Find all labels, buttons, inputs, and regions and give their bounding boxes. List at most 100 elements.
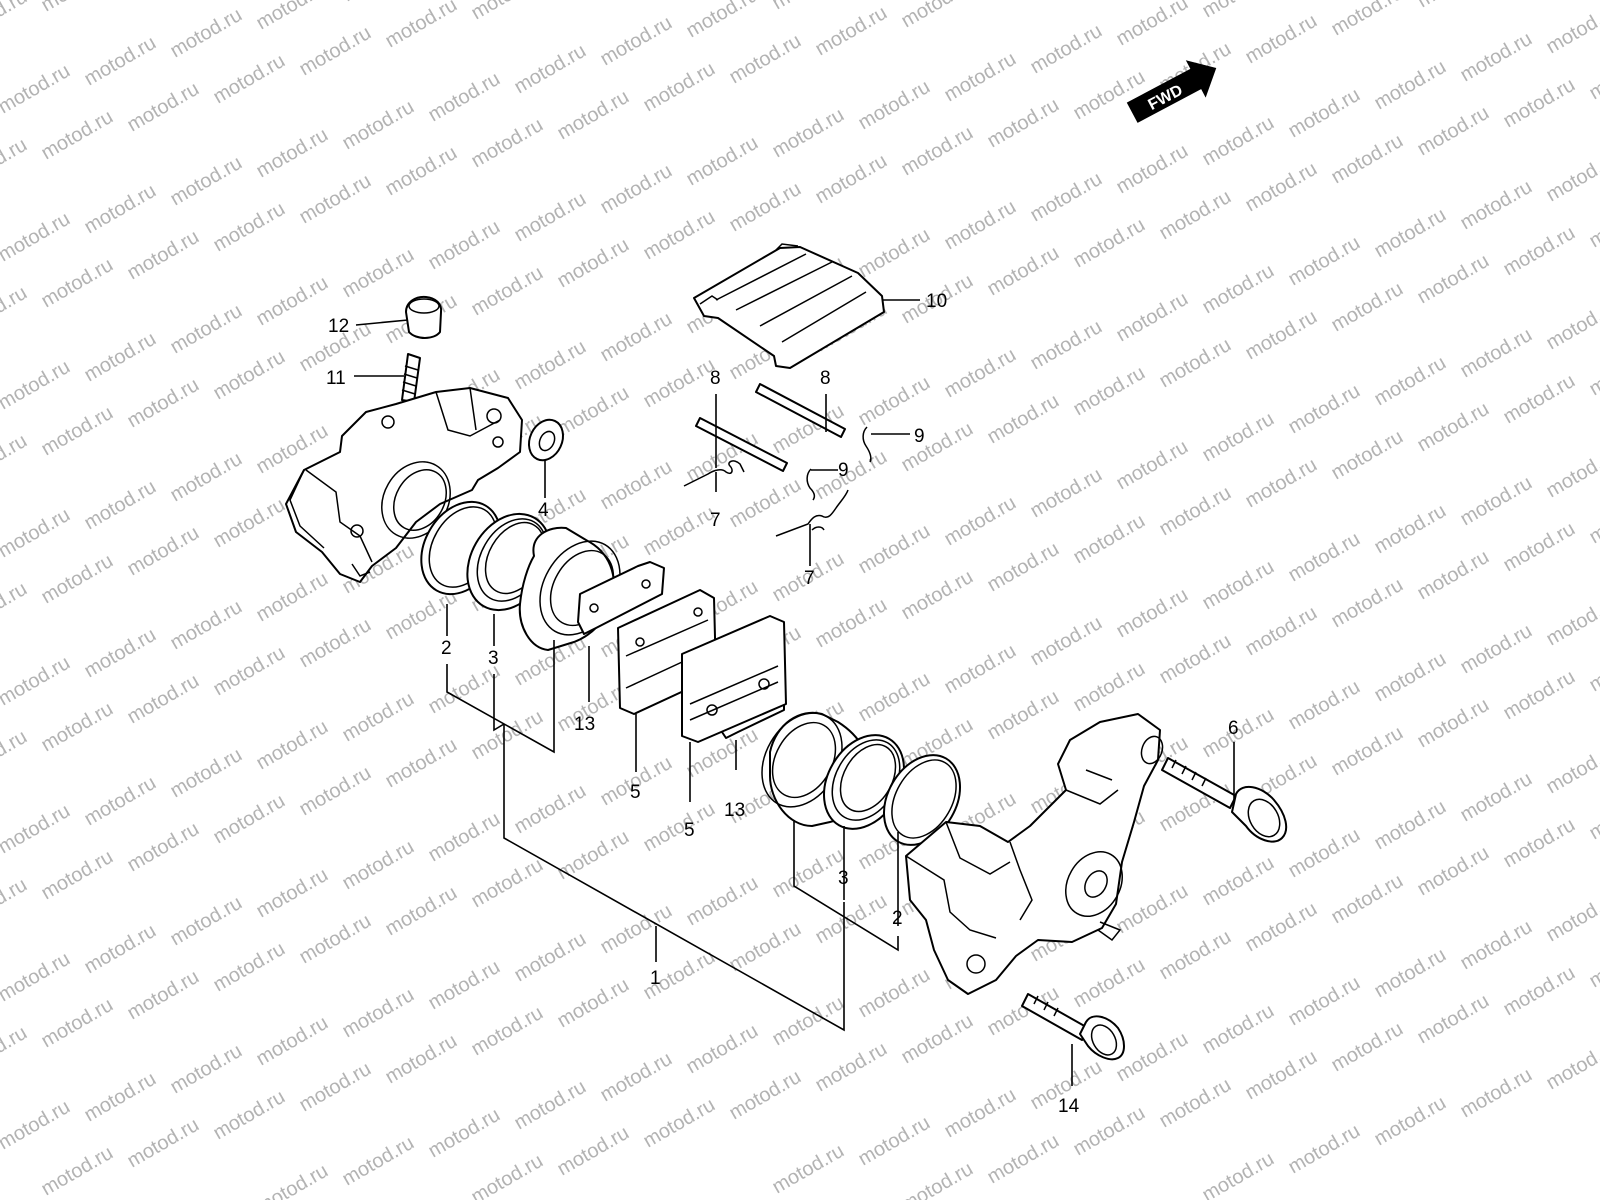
watermark-text: motod.ru xyxy=(1199,1148,1278,1200)
watermark-text: motod.ru xyxy=(1371,648,1450,707)
watermark-text: motod.ru xyxy=(1371,56,1450,115)
watermark-text: motod.ru xyxy=(1328,574,1407,633)
watermark-text: motod.ru xyxy=(124,522,203,581)
watermark-text: motod.ru xyxy=(1500,666,1579,725)
pad-cover xyxy=(693,243,885,369)
watermark-text: motod.ru xyxy=(81,624,160,683)
pad-spring-right xyxy=(775,489,849,537)
watermark-text: motod.ru xyxy=(941,640,1020,699)
watermark-text: motod.ru xyxy=(1414,694,1493,753)
watermark-text: motod.ru xyxy=(0,1096,74,1155)
watermark-text: motod.ru xyxy=(1586,934,1600,993)
watermark-text: motod.ru xyxy=(1242,158,1321,217)
watermark-text: motod.ru xyxy=(1457,28,1536,87)
callout-8-left: 8 xyxy=(710,368,721,389)
watermark-text: motod.ru xyxy=(941,48,1020,107)
watermark-text: motod.ru xyxy=(38,994,117,1053)
watermark-text: motod.ru xyxy=(38,106,117,165)
watermark-text: motod.ru xyxy=(1285,232,1364,291)
watermark-text: motod.ru xyxy=(640,206,719,265)
watermark-text: motod.ru xyxy=(210,642,289,701)
watermark-text: motod.ru xyxy=(1199,852,1278,911)
watermark-text: motod.ru xyxy=(81,1068,160,1127)
watermark-text: motod.ru xyxy=(0,652,74,711)
callout-9-lower: 9 xyxy=(838,460,849,481)
watermark-text: motod.ru xyxy=(1242,306,1321,365)
callout-3-left: 3 xyxy=(488,648,499,669)
callout-13-left: 13 xyxy=(574,714,595,735)
watermark-text: motod.ru xyxy=(984,94,1063,153)
watermark-text: motod.ru xyxy=(167,1040,246,1099)
watermark-text: motod.ru xyxy=(1586,194,1600,253)
watermark-text: motod.ru xyxy=(167,152,246,211)
watermark-text: motod.ru xyxy=(468,114,547,173)
watermark-text: motod.ru xyxy=(210,494,289,553)
watermark-text: motod.ru xyxy=(1242,1046,1321,1105)
watermark-text: motod.ru xyxy=(1113,288,1192,347)
watermark-text: motod.ru xyxy=(210,938,289,997)
watermark-text: motod.ru xyxy=(769,104,848,163)
watermark-text: motod.ru xyxy=(1113,140,1192,199)
watermark-text: motod.ru xyxy=(640,798,719,857)
watermark-text: motod.ru xyxy=(1199,260,1278,319)
watermark-text: motod.ru xyxy=(769,992,848,1051)
watermark-text: motod.ru xyxy=(855,1112,934,1171)
watermark-text: motod.ru xyxy=(1156,482,1235,541)
watermark-text: motod.ru xyxy=(425,68,504,127)
callout-3-right: 3 xyxy=(838,868,849,889)
watermark-text: motod.ru xyxy=(210,346,289,405)
watermark-text: motod.ru xyxy=(1113,436,1192,495)
watermark-text: motod.ru xyxy=(984,0,1063,4)
watermark-text: motod.ru xyxy=(1285,528,1364,587)
callout-5-right: 5 xyxy=(684,820,695,841)
callout-1: 1 xyxy=(650,968,661,989)
watermark-text: motod.ru xyxy=(382,1030,461,1089)
callout-13-right: 13 xyxy=(724,800,745,821)
watermark-text: motod.ru xyxy=(425,1104,504,1163)
watermark-text: motod.ru xyxy=(1371,204,1450,263)
watermark-text: motod.ru xyxy=(0,282,31,341)
watermark-text: motod.ru xyxy=(1285,676,1364,735)
watermark-text: motod.ru xyxy=(1586,638,1600,697)
pad-pin-lower xyxy=(695,417,788,472)
watermark-text: motod.ru xyxy=(1328,426,1407,485)
watermark-text: motod.ru xyxy=(1113,0,1192,50)
watermark-text: motod.ru xyxy=(1414,398,1493,457)
watermark-text: motod.ru xyxy=(167,892,246,951)
watermark-text: motod.ru xyxy=(1156,1074,1235,1133)
watermark-text: motod.ru xyxy=(38,550,117,609)
watermark-text: motod.ru xyxy=(855,76,934,135)
watermark-text: motod.ru xyxy=(425,808,504,867)
pad-pin-upper xyxy=(755,383,846,438)
watermark-text: motod.ru xyxy=(0,504,74,563)
watermark-text: motod.ru xyxy=(253,1012,332,1071)
watermark-text: motod.ru xyxy=(339,0,418,6)
watermark-text: motod.ru xyxy=(1586,342,1600,401)
watermark-text: motod.ru xyxy=(1543,296,1600,355)
watermark-text: motod.ru xyxy=(253,864,332,923)
watermark-text: motod.ru xyxy=(855,668,934,727)
watermark-text: motod.ru xyxy=(0,356,74,415)
watermark-text: motod.ru xyxy=(124,966,203,1025)
watermark-text: motod.ru xyxy=(726,1066,805,1125)
watermark-text: motod.ru xyxy=(468,854,547,913)
watermark-text: motod.ru xyxy=(1328,870,1407,929)
watermark-text: motod.ru xyxy=(1113,1028,1192,1087)
callout-2-right: 2 xyxy=(892,908,903,929)
watermark-text: motod.ru xyxy=(511,40,590,99)
watermark-text: motod.ru xyxy=(1285,824,1364,883)
watermark-text: motod.ru xyxy=(1543,740,1600,799)
watermark-text: motod.ru xyxy=(855,520,934,579)
watermark-text: motod.ru xyxy=(812,594,891,653)
watermark-text: motod.ru xyxy=(1457,768,1536,827)
callout-6: 6 xyxy=(1228,718,1239,739)
watermark-text: motod.ru xyxy=(597,12,676,71)
caliper-mounting-bolt xyxy=(1161,757,1288,843)
watermark-text: motod.ru xyxy=(1285,972,1364,1031)
watermark-text: motod.ru xyxy=(812,150,891,209)
watermark-text: motod.ru xyxy=(1156,630,1235,689)
watermark-text: motod.ru xyxy=(210,790,289,849)
watermark-text: motod.ru xyxy=(1500,370,1579,429)
watermark-text: motod.ru xyxy=(812,446,891,505)
